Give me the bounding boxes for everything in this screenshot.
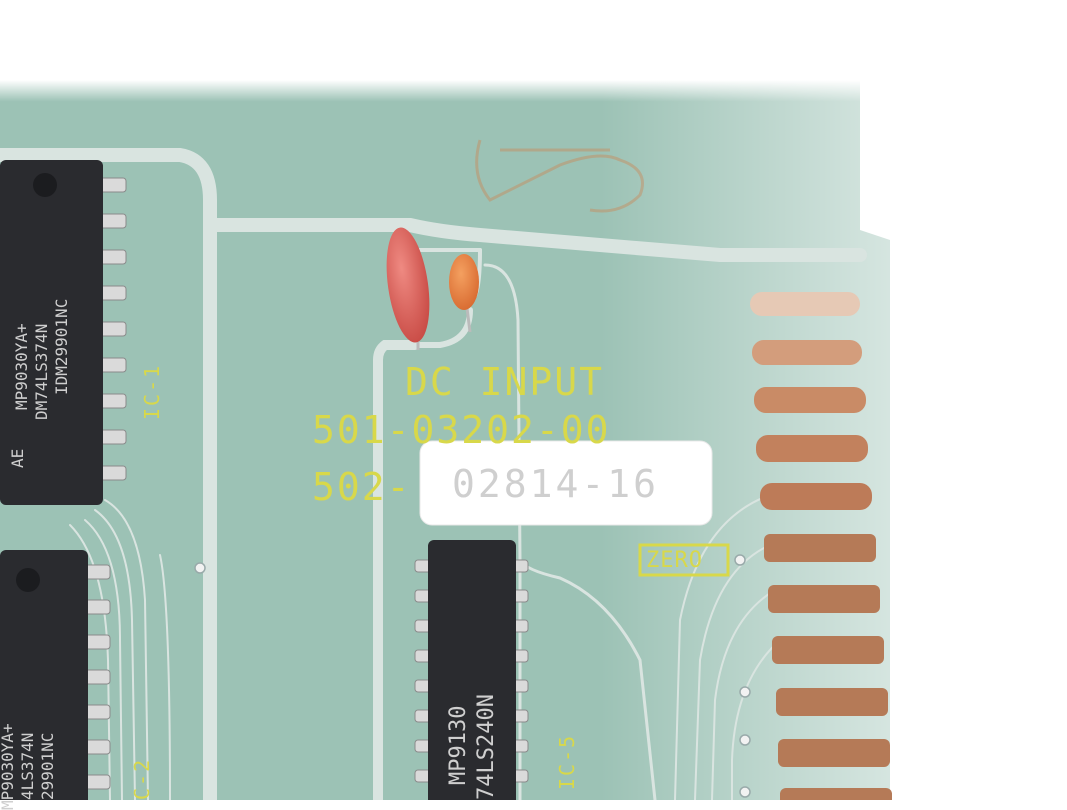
faded-logo [475,139,644,213]
ic1-label: IC-1 [140,363,164,420]
vias [194,554,751,798]
chip2-line2: 4LS374N [18,732,37,800]
chip3-line2: 74LS240N [474,694,499,800]
zero-label-box [638,543,730,577]
chip2-line3: 29901NC [38,732,57,800]
part-number-502-prefix: 502- [312,465,412,509]
part-number-sticker [419,440,713,526]
chip3-line1: MP9130 [446,705,471,785]
traces [0,148,867,800]
capacitor-orange [449,254,479,310]
capacitors [386,227,479,350]
zero-label: ZERO [646,548,703,573]
chip1-line3: IDM29901NC [52,298,71,395]
chip1-line1: MP9030YA+ [12,323,31,410]
ic2-label: C-2 [130,757,154,800]
chip1-line2: DM74LS374N [32,323,51,420]
chip1-mark: AE [8,448,27,468]
ic5-label: IC-5 [555,733,579,790]
part-number-501: 501-03202-00 [312,408,611,452]
sticker-number: 02814-16 [452,462,660,506]
board-title: DC INPUT [405,360,605,404]
edge-connector [750,292,892,800]
ic2-chip [0,550,111,800]
ic5-chip [414,540,529,800]
ic1-chip [0,160,127,505]
capacitor-red [386,227,430,343]
chip2-line1: MP9030YA+ [0,723,17,810]
